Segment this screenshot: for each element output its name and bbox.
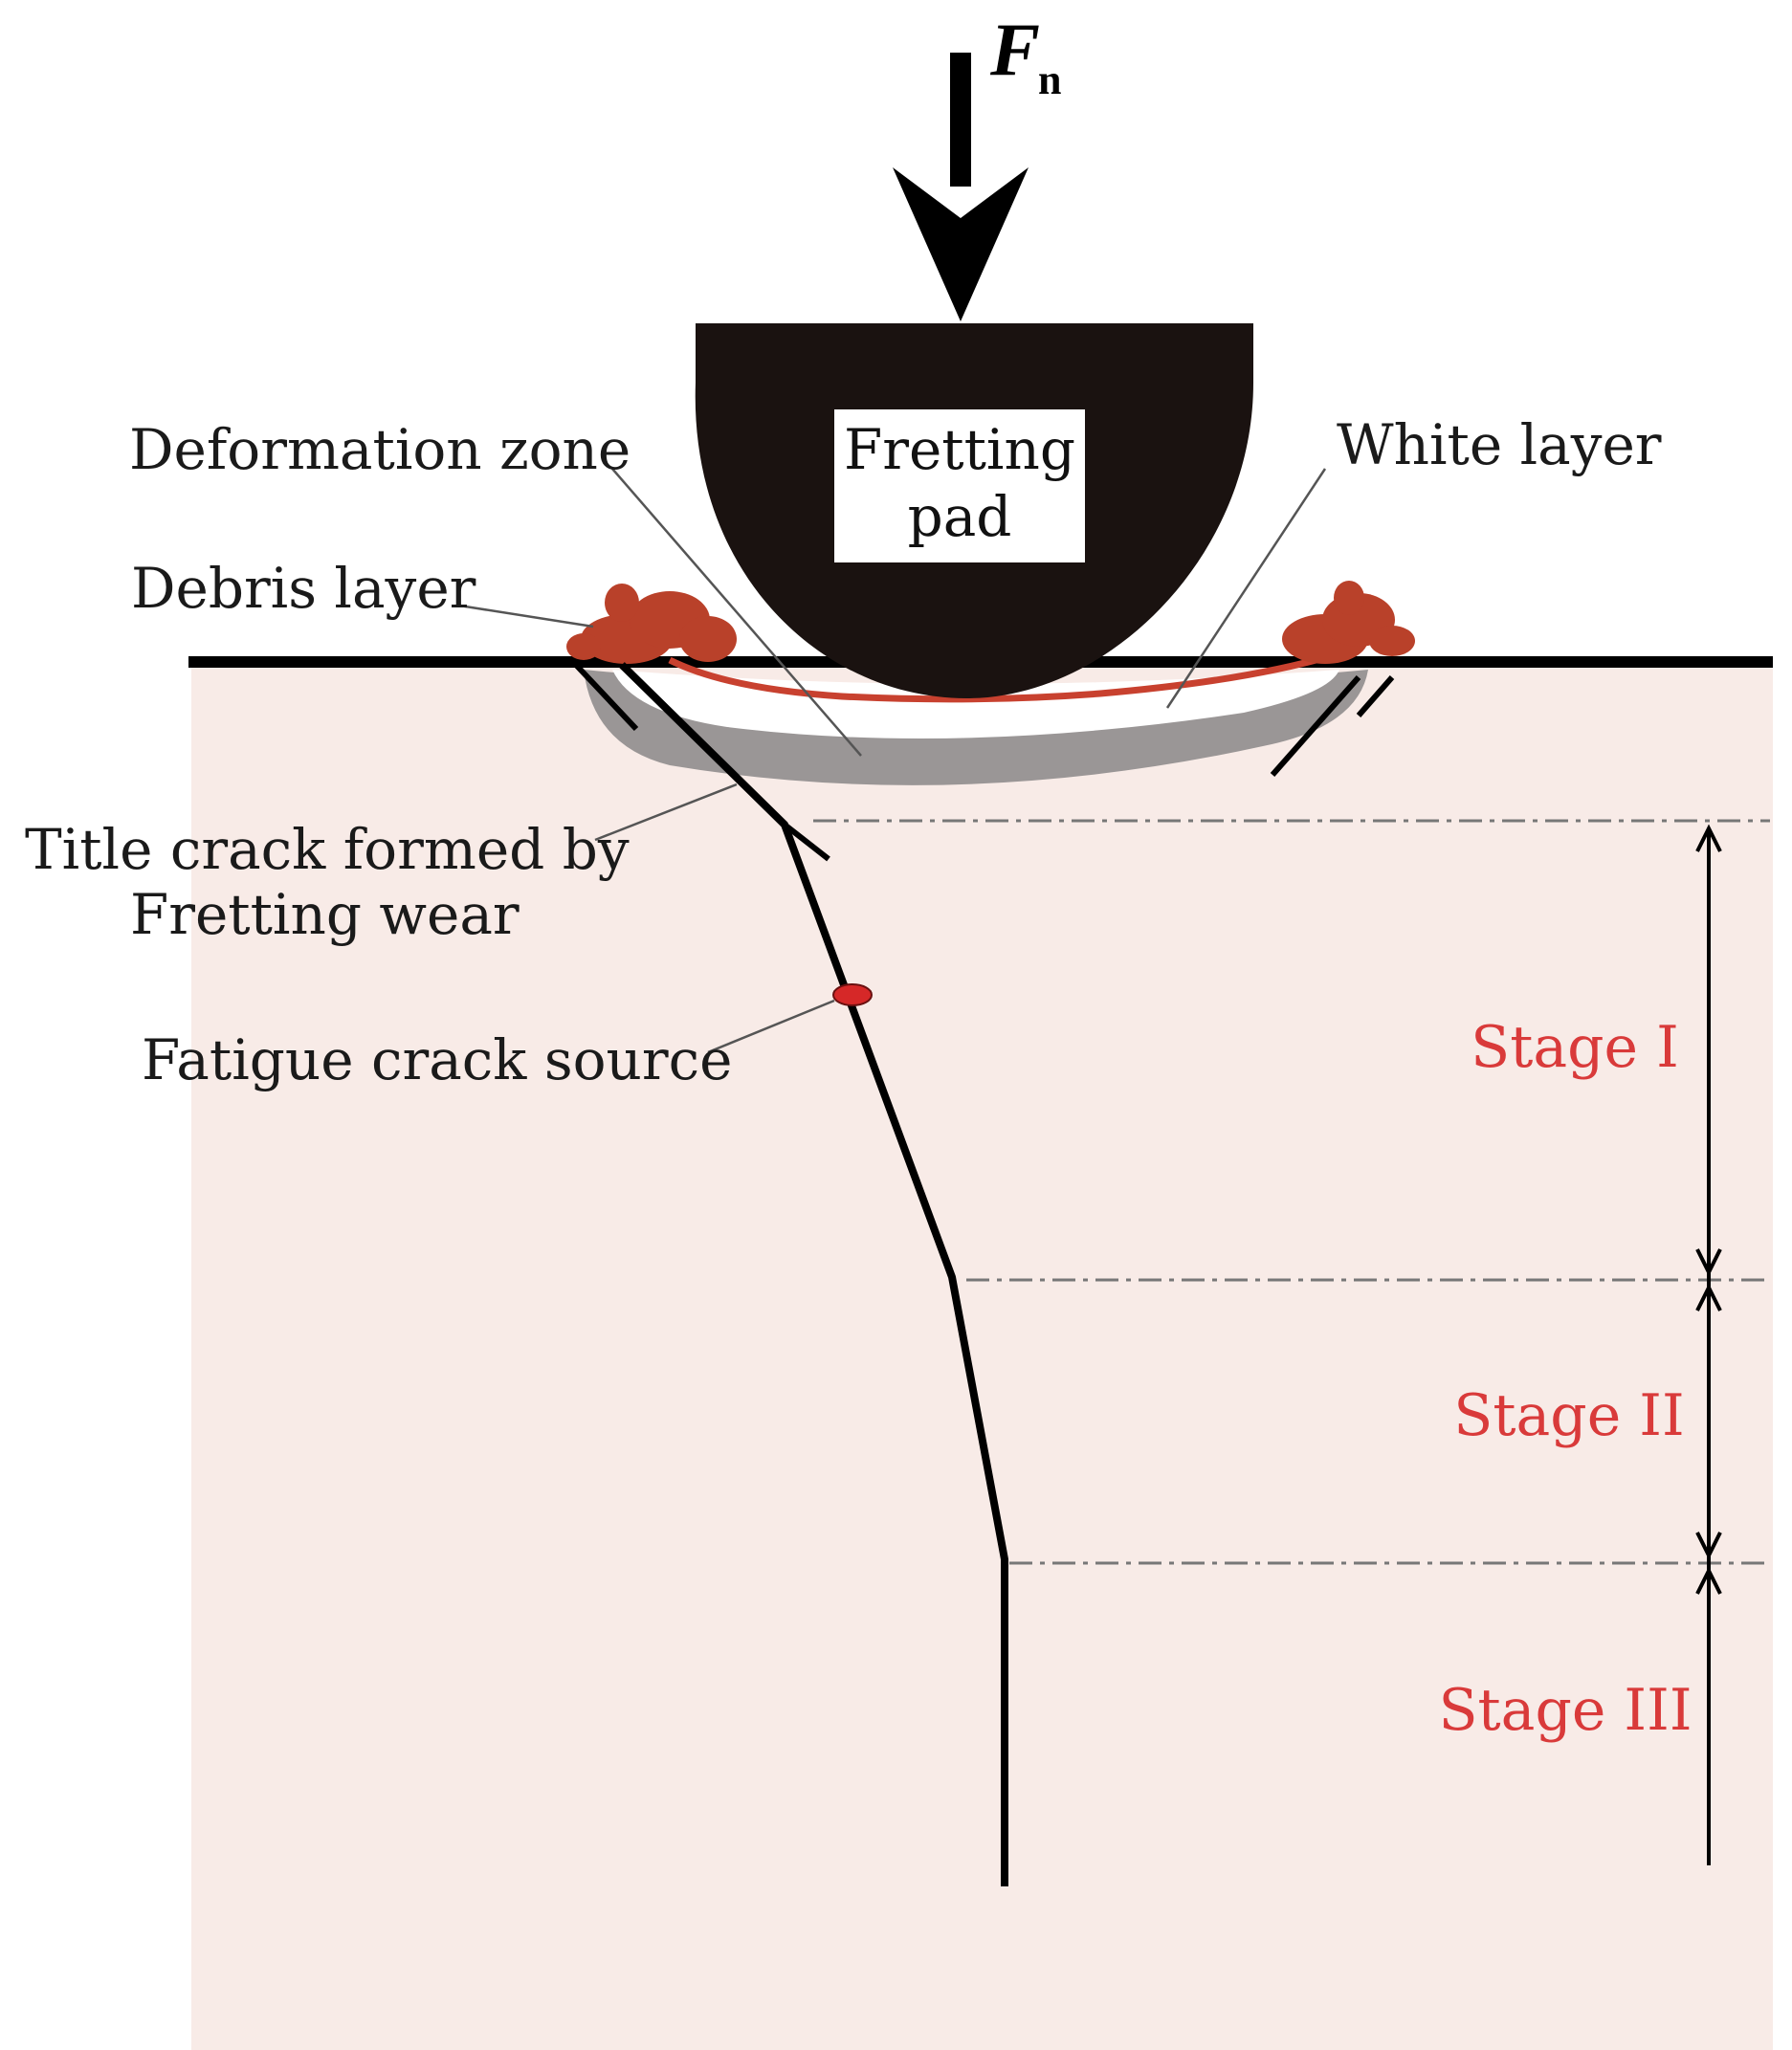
white-layer-label: White layer — [1337, 412, 1662, 477]
edge-crack-left — [573, 662, 639, 732]
debris-layer-label: Debris layer — [131, 556, 476, 621]
debris-right — [1282, 581, 1415, 664]
force-arrow-head — [893, 167, 1029, 321]
force-symbol: F — [989, 8, 1040, 91]
arrowhead-stage-i-top — [1695, 824, 1722, 852]
deformation-zone-label: Deformation zone — [129, 417, 631, 482]
arrowhead-stage-ii-bottom — [1695, 1532, 1722, 1560]
force-subscript: n — [1038, 56, 1061, 103]
fatigue-source-label: Fatigue crack source — [142, 1027, 732, 1092]
white-layer-boundary — [668, 652, 1331, 703]
stage-iii-label: Stage III — [1438, 1677, 1692, 1744]
substrate-block — [191, 660, 1773, 2050]
arrowhead-stage-ii-top — [1695, 1283, 1722, 1312]
leader-debris-layer — [458, 604, 594, 628]
leader-deformation-zone — [611, 468, 862, 757]
leader-lines — [458, 468, 1327, 1054]
crack-tick — [783, 822, 830, 862]
title-crack-label-line1: Title crack formed by — [25, 817, 630, 882]
main-crack — [619, 662, 1008, 1886]
edge-crack-right-b — [1356, 675, 1395, 717]
arrowhead-stage-i-bottom — [1695, 1248, 1722, 1277]
edge-crack-right-a — [1270, 675, 1361, 777]
fretting-pad-label-line1: Fretting — [844, 417, 1075, 482]
fretting-pad-label-line2: pad — [908, 484, 1012, 549]
leader-title-crack — [594, 783, 738, 842]
fatigue-crack-source-marker — [832, 983, 873, 1006]
arrowhead-stage-iii-top — [1695, 1566, 1722, 1595]
fretting-pad-label-box — [834, 409, 1085, 562]
stage-i-label: Stage I — [1471, 1014, 1679, 1081]
leader-fatigue-source — [707, 999, 835, 1054]
title-crack-label-line2: Fretting wear — [130, 882, 520, 947]
force-arrow-shaft — [950, 53, 971, 187]
stage-ii-label: Stage II — [1453, 1382, 1684, 1449]
stage-boundaries — [813, 819, 1770, 1565]
stage-dimension-arrows — [1695, 824, 1722, 1865]
debris-left — [566, 584, 737, 664]
leader-white-layer — [1165, 468, 1327, 709]
